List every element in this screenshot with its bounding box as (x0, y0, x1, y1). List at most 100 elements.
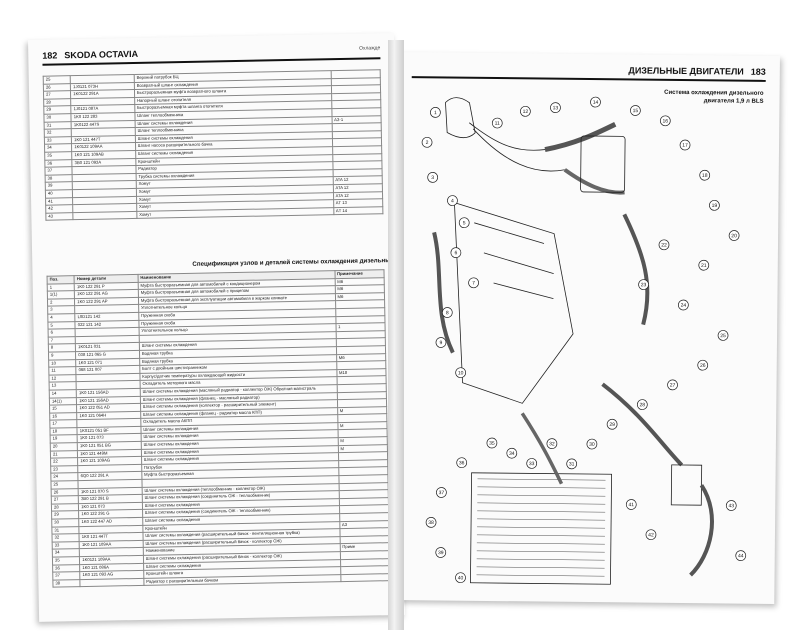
callout-circle (667, 379, 678, 391)
callout-label: 30 (589, 442, 595, 448)
callout-circle (520, 105, 531, 117)
callout-circle (550, 102, 561, 114)
callout-circle (546, 438, 558, 449)
table-cell (73, 211, 137, 220)
callout-label: 7 (472, 280, 475, 286)
callout-group: 1234567891011121314151617181920212223242… (421, 96, 747, 584)
callout-label: 32 (549, 441, 555, 447)
callout-circle (679, 139, 691, 151)
callout-circle (455, 367, 466, 379)
callout-label: 1 (434, 110, 437, 116)
callout-label: 43 (728, 503, 734, 509)
callout-label: 11 (495, 121, 500, 127)
callout-label: 15 (633, 108, 639, 114)
hose-c (544, 122, 617, 153)
callout-circle (645, 529, 657, 541)
left-running-title: SKODA OCTAVIA (64, 48, 139, 61)
callout-circle (698, 259, 710, 271)
callout-label: 24 (681, 303, 687, 309)
heat-exchanger (580, 135, 626, 193)
callout-circle (735, 550, 747, 561)
left-page-number: 182 (42, 50, 58, 61)
hose-h (520, 412, 564, 485)
callout-label: 29 (609, 422, 615, 428)
hose-f (622, 213, 650, 326)
callout-label: 37 (439, 490, 445, 496)
right-page-number: 183 (750, 66, 766, 77)
callout-label: 3 (431, 175, 434, 181)
callout-label: 27 (670, 383, 676, 389)
callout-label: 31 (569, 462, 575, 468)
callout-circle (636, 399, 648, 410)
callout-circle (441, 307, 453, 318)
callout-label: 41 (628, 502, 634, 508)
left-page-header: 182 SKODA OCTAVIA Охлажде (42, 43, 381, 66)
callout-circle (435, 337, 447, 348)
callout-circle (725, 500, 737, 511)
callout-circle (699, 169, 711, 181)
callout-label: 26 (700, 363, 706, 369)
callout-label: 35 (489, 441, 495, 447)
spec-title: Спецификация узлов и деталей системы охл… (192, 256, 405, 268)
left-corner-tag: Охлажде (359, 45, 381, 52)
engine-ribs (474, 222, 554, 300)
callout-label: 18 (702, 173, 708, 179)
callout-circle (450, 247, 462, 258)
callout-label: 42 (648, 532, 654, 538)
callout-label: 19 (712, 203, 718, 209)
callout-circle (486, 437, 498, 449)
callout-label: 13 (553, 105, 559, 111)
callout-circle (717, 330, 729, 341)
callout-label: 8 (446, 310, 449, 316)
right-page: ДИЗЕЛЬНЫЕ ДВИГАТЕЛИ 183 Система охлажден… (392, 52, 780, 604)
callout-label: 40 (458, 575, 464, 581)
hose-d (563, 168, 625, 195)
callout-circle (566, 458, 578, 470)
callout-label: 5 (463, 220, 466, 226)
callout-label: 23 (641, 282, 647, 288)
callout-label: 16 (662, 118, 668, 124)
right-page-header: ДИЗЕЛЬНЫЕ ДВИГАТЕЛИ 183 (411, 62, 766, 82)
hose-e (432, 231, 455, 354)
hose-i (689, 484, 714, 577)
callout-label: 22 (661, 242, 667, 248)
callout-circle (421, 136, 433, 148)
book-gutter (388, 40, 404, 630)
callout-circle (425, 517, 437, 528)
callout-label: 20 (731, 233, 737, 239)
callout-circle (590, 96, 601, 108)
hose-a (469, 122, 546, 151)
hose-b (472, 128, 565, 172)
callout-label: 17 (682, 143, 688, 149)
callout-label: 33 (529, 461, 535, 467)
callout-circle (659, 115, 671, 127)
callout-label: 12 (523, 109, 529, 115)
cooling-system-diagram: 1234567891011121314151617181920212223242… (421, 96, 747, 585)
callout-label: 25 (720, 333, 726, 339)
callout-label: 21 (701, 263, 707, 269)
callout-circle (728, 230, 740, 241)
callout-label: 6 (454, 250, 457, 256)
callout-label: 9 (440, 340, 443, 346)
callout-circle (678, 299, 689, 311)
table-cell (340, 573, 390, 582)
callout-circle (709, 199, 720, 211)
callout-circle (606, 418, 618, 430)
hose-g (601, 382, 684, 467)
callout-circle (658, 239, 670, 251)
table-cell: 43 (45, 212, 74, 221)
callout-circle (456, 457, 468, 469)
callout-circle (586, 438, 598, 450)
callout-circle (458, 217, 470, 229)
table-cell (80, 578, 144, 587)
callout-circle (455, 572, 466, 584)
callout-label: 2 (426, 140, 429, 146)
table-cell: AТ 14 (333, 206, 383, 215)
callout-label: 28 (640, 402, 646, 408)
right-running-title: ДИЗЕЛЬНЫЕ ДВИГАТЕЛИ (628, 65, 744, 77)
callout-circle (506, 447, 518, 459)
callout-circle (630, 105, 641, 116)
